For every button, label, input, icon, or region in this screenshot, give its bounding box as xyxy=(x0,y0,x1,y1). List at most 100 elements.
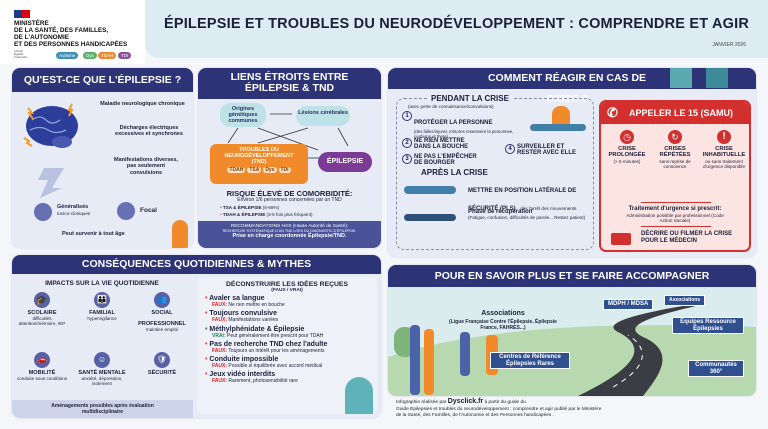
risk-detail: (3-5 fois plus fréquent) xyxy=(266,212,313,217)
any-age-note: Peut survenir à tout âge xyxy=(62,231,125,237)
ministry-line: MINISTÈRE xyxy=(14,20,49,27)
panel-title-line: LIENS ÉTROITS ENTRE xyxy=(230,71,349,83)
after-recovery: Phase de récupération(Fatigue, confusion… xyxy=(468,209,590,220)
impact-detail: maintien emploi xyxy=(145,327,179,332)
treatment-detail: Administration possible par professionne… xyxy=(626,213,724,224)
myth-verdict: FAUX: xyxy=(212,317,227,324)
myths-box: DÉCONSTRUIRE LES IDÉES REÇUES (FAUX / VR… xyxy=(197,277,377,414)
during-subtitle: (avec perte de connaissance/convulsions) xyxy=(408,104,494,109)
ministry-name: MINISTÈRE DE LA SANTÉ, DES FAMILLES, DE … xyxy=(14,20,127,48)
ministry-logo: MINISTÈRE DE LA SANTÉ, DES FAMILLES, DE … xyxy=(0,0,145,64)
myth-verdict: FAUX: xyxy=(212,302,227,308)
step-number: 2 xyxy=(402,138,412,148)
myth-detail: Manifestations variées xyxy=(228,317,279,324)
impact-detail: difficultés attention/mémoire, IEP xyxy=(18,316,66,327)
french-flag-icon xyxy=(14,10,30,18)
associations-detail: (Ligue Française Contre l'Épilepsie, Épi… xyxy=(449,319,557,331)
risk-label: TDAH & ÉPILEPSIE xyxy=(222,212,266,217)
myth-claim-text: Toujours convulsive xyxy=(209,310,277,318)
mother-child-illustration xyxy=(345,377,373,414)
reco-line: RECHERCHE SYSTÉMATIQUE D'UN TND LORS DU … xyxy=(222,229,357,233)
shield-lock-icon: 🛡 xyxy=(154,352,170,368)
myth-claim-text: Pas de recherche TND chez l'adulte xyxy=(209,340,328,348)
divider xyxy=(641,202,711,203)
myth-verdict: VRAI: xyxy=(212,332,226,339)
after-pls: METTRE EN POSITION LATÉRALE DE SÉCURITÉ … xyxy=(468,179,590,215)
step-label: PROTÉGER LA PERSONNE xyxy=(414,120,493,126)
tag-tdi: TDI xyxy=(278,167,291,173)
myth-item: • Méthylphénidate & Épilepsie VRAI: Peut… xyxy=(205,326,369,339)
phone-icon: ✆ xyxy=(607,105,618,120)
myth-claim: • Pas de recherche TND chez l'adulte xyxy=(205,340,328,348)
consequences-panel: CONSÉQUENCES QUOTIDIENNES & MYTHES IMPAC… xyxy=(12,255,381,418)
after-label: METTRE EN POSITION LATÉRALE DE SÉCURITÉ … xyxy=(468,188,577,212)
step-number: 4 xyxy=(505,144,515,154)
myth-claim-text: Méthylphénidate & Épilepsie xyxy=(209,325,305,333)
node-tnd-line: (TND) xyxy=(251,159,267,165)
impact-family: 👪 FAMILIAL hypervigilance xyxy=(74,292,130,321)
sign-mdph[interactable]: MDPH / MDSA xyxy=(603,299,654,310)
type-generalized-sub: tonico-cloniques xyxy=(57,211,91,216)
impact-detail: hypervigilance xyxy=(87,316,117,321)
has-recommendation: RECOMMANDATIONS HAS (Haute Autorité de S… xyxy=(198,221,381,248)
myths-list: • Avaler sa langue FAUX: Ne rien mettre … xyxy=(197,293,377,389)
after-detail: dès l'arrêt des mouvements xyxy=(520,206,577,211)
impacts-footer: Aménagements possibles après évaluation … xyxy=(12,400,193,418)
myth-verdict: FAUX: xyxy=(212,363,227,370)
risk-tdah: • TDAH & ÉPILEPSIE (3-5 fois plus fréque… xyxy=(220,212,313,217)
family-icon: 👪 xyxy=(94,292,110,308)
myth-verdict: FAUX: xyxy=(212,347,227,354)
helper-illustration xyxy=(530,106,586,134)
sign-equipes-ressource[interactable]: Équipes Ressource Épilepsies xyxy=(672,317,744,334)
myth-answer: FAUX: Possible si équilibrée avec accord… xyxy=(205,363,369,369)
car-icon: 🚗 xyxy=(34,352,50,368)
fact-chronic: Maladie neurologique chronique xyxy=(100,101,185,107)
case-label: CRISE INHABITUELLE xyxy=(702,146,746,159)
step-1: 1PROTÉGER LA PERSONNE (des falles/injure… xyxy=(402,111,522,139)
caregiver-illustration xyxy=(706,68,728,88)
film-instruction: DÉCRIRE OU FILMER LA CRISE POUR LE MÉDEC… xyxy=(641,231,733,244)
motto: Liberté Égalité Fraternité xyxy=(14,49,27,60)
crisis-panel: COMMENT RÉAGIR EN CAS DE CRISE ? PENDANT… xyxy=(388,68,756,257)
motto-line: Liberté xyxy=(14,49,24,53)
sign-associations[interactable]: Associations xyxy=(664,295,706,306)
step-number: 3 xyxy=(402,154,412,164)
myth-answer: FAUX: Toujours un intérêt pour les aména… xyxy=(205,348,369,354)
credits: Infographie réalisée par Dysclick.fr à p… xyxy=(396,398,602,420)
myth-answer: FAUX: Manifestations variées xyxy=(205,317,369,323)
step-label: SURVEILLER ET RESTER AVEC ELLE xyxy=(517,144,577,157)
step-number: 1 xyxy=(402,111,412,121)
doctor-illustration xyxy=(670,68,692,88)
myths-subtitle: (FAUX / VRAI) xyxy=(271,288,303,293)
impact-social: 👥 SOCIAL PROFESSIONNEL maintien emploi xyxy=(134,292,190,332)
call-samu-title[interactable]: ✆ APPELER LE 15 (SAMU) xyxy=(601,102,749,124)
case-label: CRISE PROLONGÉE xyxy=(608,146,646,159)
myth-answer: FAUX: Rarement, photosensibilité rare xyxy=(205,378,369,384)
risk-tsa: • TSA & ÉPILEPSIE (6-68%) xyxy=(220,205,280,210)
focal-brain-icon xyxy=(117,202,135,220)
brand-link[interactable]: Dysclick.fr xyxy=(447,398,484,405)
impact-label: SÉCURITÉ xyxy=(147,370,177,376)
impact-mental-health: ☺ SANTÉ MENTALE anxiété, dépression, iso… xyxy=(74,352,130,387)
credits-line: Guide Épilepsies et troubles du neurodév… xyxy=(396,406,602,412)
pill-dys: Dys xyxy=(83,52,97,59)
myth-claim-text: Jeux vidéo interdits xyxy=(209,371,276,379)
support-panel: POUR EN SAVOIR PLUS ET SE FAIRE ACCOMPAG… xyxy=(388,265,756,396)
credits-post: à partir du guide du xyxy=(483,400,526,405)
after-detail: (Fatigue, confusion, difficultés de paro… xyxy=(468,215,586,220)
node-brain-lesions: Lésions cérébrales xyxy=(296,106,350,126)
treatment-title: Traitement d'urgence si prescrit: xyxy=(628,206,722,212)
pill-tdi: TDI xyxy=(118,52,132,59)
sign-centres-reference[interactable]: Centres de Référence Épilepsies Rares xyxy=(490,352,570,369)
fact-discharges: Décharges électriques excessives et sync… xyxy=(115,125,183,138)
sign-communautes-360[interactable]: Communautés 360° xyxy=(688,360,744,377)
myth-detail: Rarement, photosensibilité rare xyxy=(228,378,298,385)
call-samu-box: ✆ APPELER LE 15 (SAMU) ◷ CRISE PROLONGÉE… xyxy=(599,100,751,252)
reco-line: Prise en charge coordonnée Épilepsie/TND… xyxy=(232,233,347,239)
impact-detail: conduite sous conditions xyxy=(16,376,68,381)
myth-claim: • Jeux vidéo interdits xyxy=(205,371,276,379)
myth-claim: • Conduite impossible xyxy=(205,356,279,364)
myth-detail: Ne rien mettre en bouche xyxy=(228,302,285,308)
